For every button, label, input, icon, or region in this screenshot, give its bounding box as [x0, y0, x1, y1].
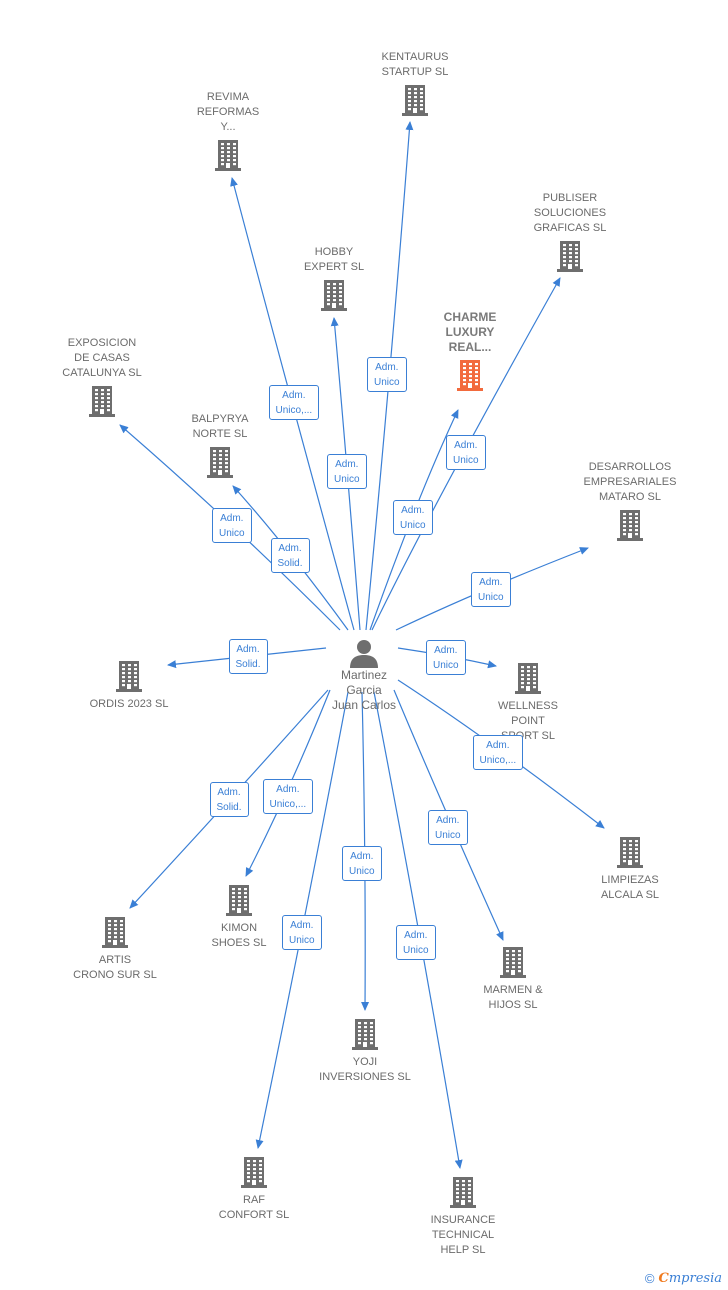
company-name: BALPYRYA NORTE SL — [191, 413, 249, 440]
edge-revima — [230, 177, 355, 631]
building-icon — [241, 1157, 267, 1188]
company-name: PUBLISER SOLUCIONES GRAFICAS SL — [533, 192, 607, 234]
relation-label-ordis[interactable]: Adm. Solid. — [228, 638, 268, 674]
company-name: EXPOSICION DE CASAS CATALUNYA SL — [62, 337, 142, 379]
relation-label-charme[interactable]: Adm. Unico — [393, 499, 433, 535]
company-name: RAF CONFORT SL — [218, 1194, 290, 1221]
relation-label-insurance[interactable]: Adm. Unico — [396, 924, 436, 960]
edge-marmen — [393, 689, 504, 941]
relation-label-yoji[interactable]: Adm. Unico — [342, 845, 382, 881]
company-name: REVIMA REFORMAS Y... — [196, 91, 260, 133]
relation-label-hobby[interactable]: Adm. Unico — [327, 453, 367, 489]
company-name: CHARME LUXURY REAL... — [443, 310, 497, 354]
building-icon — [226, 885, 252, 916]
relation-label-exposicion[interactable]: Adm. Unico — [212, 507, 252, 543]
company-node-exposicion[interactable]: EXPOSICION DE CASAS CATALUNYA SL — [27, 336, 177, 418]
company-node-marmen[interactable]: MARMEN & HIJOS SL — [438, 945, 588, 1013]
building-icon — [500, 947, 526, 978]
company-node-limpiezas[interactable]: LIMPIEZAS ALCALA SL — [555, 835, 705, 903]
company-name: ORDIS 2023 SL — [89, 698, 169, 710]
company-name: ARTIS CRONO SUR SL — [73, 954, 157, 981]
relation-label-raf[interactable]: Adm. Unico — [282, 914, 322, 950]
copyright-symbol: © — [644, 1271, 655, 1286]
company-node-ordis[interactable]: ORDIS 2023 SL — [54, 659, 204, 712]
relation-label-balpyrya[interactable]: Adm. Solid. — [270, 537, 310, 573]
company-name: DESARROLLOS EMPRESARIALES MATARO SL — [583, 461, 677, 503]
building-icon — [402, 85, 428, 116]
building-icon — [215, 140, 241, 171]
relation-label-revima[interactable]: Adm. Unico,... — [268, 384, 320, 420]
company-node-balpyrya[interactable]: BALPYRYA NORTE SL — [145, 412, 295, 479]
company-name: INSURANCE TECHNICAL HELP SL — [430, 1214, 496, 1256]
company-name: HOBBY EXPERT SL — [303, 246, 365, 273]
company-name: KIMON SHOES SL — [211, 922, 267, 949]
building-icon — [116, 661, 142, 692]
building-icon — [515, 663, 541, 694]
building-icon — [557, 241, 583, 272]
company-node-revima[interactable]: REVIMA REFORMAS Y... — [153, 90, 303, 172]
person-icon — [350, 640, 378, 668]
relation-label-marmen[interactable]: Adm. Unico — [428, 809, 468, 845]
company-node-kentaurus[interactable]: KENTAURUS STARTUP SL — [340, 50, 490, 117]
company-node-artis[interactable]: ARTIS CRONO SUR SL — [40, 915, 190, 983]
footer-credit: © Cmpresia — [645, 1271, 722, 1286]
building-icon — [617, 837, 643, 868]
building-icon — [321, 280, 347, 311]
company-node-publiser[interactable]: PUBLISER SOLUCIONES GRAFICAS SL — [495, 191, 645, 273]
edge-publiser — [371, 277, 561, 631]
person-node[interactable]: Martinez Garcia Juan Carlos — [289, 638, 439, 713]
company-node-yoji[interactable]: YOJI INVERSIONES SL — [290, 1017, 440, 1085]
company-node-insurance[interactable]: INSURANCE TECHNICAL HELP SL — [388, 1175, 538, 1258]
building-icon — [89, 386, 115, 417]
company-node-raf[interactable]: RAF CONFORT SL — [179, 1155, 329, 1223]
relation-label-kentaurus[interactable]: Adm. Unico — [367, 356, 407, 392]
relation-label-wellness[interactable]: Adm. Unico — [426, 639, 466, 675]
relation-label-kimon[interactable]: Adm. Unico,... — [262, 778, 314, 814]
company-name: YOJI INVERSIONES SL — [319, 1056, 411, 1083]
empresia-logo[interactable]: Cmpresia — [658, 1271, 723, 1286]
relation-label-artis[interactable]: Adm. Solid. — [209, 781, 249, 817]
relation-label-desarrollos[interactable]: Adm. Unico — [471, 571, 511, 607]
company-node-hobby[interactable]: HOBBY EXPERT SL — [259, 245, 409, 312]
company-name: MARMEN & HIJOS SL — [483, 984, 543, 1011]
company-node-kimon[interactable]: KIMON SHOES SL — [164, 883, 314, 951]
company-name: LIMPIEZAS ALCALA SL — [600, 874, 660, 901]
building-icon — [352, 1019, 378, 1050]
company-node-charme[interactable]: CHARME LUXURY REAL... — [395, 310, 545, 392]
company-node-wellness[interactable]: WELLNESS POINT SPORT SL — [453, 661, 603, 744]
company-name: KENTAURUS STARTUP SL — [381, 51, 449, 78]
building-icon — [457, 360, 483, 391]
company-node-desarrollos[interactable]: DESARROLLOS EMPRESARIALES MATARO SL — [555, 460, 705, 542]
relation-label-publiser[interactable]: Adm. Unico — [446, 434, 486, 470]
person-name: Martinez Garcia Juan Carlos — [331, 668, 397, 712]
building-icon — [207, 447, 233, 478]
relation-label-limpiezas[interactable]: Adm. Unico,... — [472, 734, 524, 770]
building-icon — [617, 510, 643, 541]
building-icon — [450, 1177, 476, 1208]
building-icon — [102, 917, 128, 948]
